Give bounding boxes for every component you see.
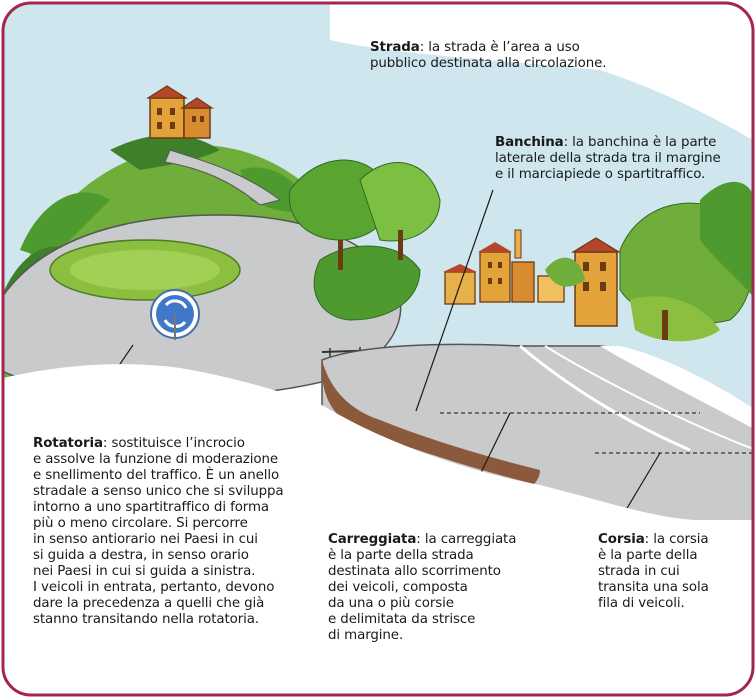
label-line: più o meno circolare. Si percorre xyxy=(33,516,248,531)
label-line: nei Paesi in cui si guida a sinistra. xyxy=(33,564,256,579)
label-line: I veicoli in entrata, pertanto, devono xyxy=(33,580,275,595)
label-line: stradale a senso unico che si sviluppa xyxy=(33,484,284,499)
label-text: : la strada è l’area a uso xyxy=(419,40,580,55)
label-carreggiata: Carreggiata: la carreggiata è la parte d… xyxy=(328,532,516,644)
label-line: strada in cui xyxy=(598,564,680,579)
middle-trees xyxy=(288,159,441,321)
label-line: stanno transitando nella rotatoria. xyxy=(33,612,260,627)
leader-line-banchina xyxy=(415,189,494,412)
label-term: Carreggiata xyxy=(328,532,417,547)
label-strada: Strada: la strada è l’area a uso pubblic… xyxy=(370,40,607,72)
label-line: e il marciapiede o spartitraffico. xyxy=(495,167,706,182)
label-term: Corsia xyxy=(598,532,645,547)
label-line: fila di veicoli. xyxy=(598,596,685,611)
roundabout xyxy=(3,214,402,398)
label-line: in senso antiorario nei Paesi in cui xyxy=(33,532,258,547)
town-buildings xyxy=(443,229,622,327)
label-line: dare la precedenza a quelli che già xyxy=(33,596,265,611)
label-text: : sostituisce l’incrocio xyxy=(102,436,245,451)
label-text: : la carreggiata xyxy=(416,532,517,547)
hilltop-buildings xyxy=(145,85,282,206)
label-term: Rotatoria xyxy=(33,436,103,451)
label-line: si guida a destra, in senso orario xyxy=(33,548,249,563)
label-line: è la parte della xyxy=(598,548,698,563)
label-text: : la banchina è la parte xyxy=(563,135,717,150)
label-line: pubblico destinata alla circolazione. xyxy=(370,56,607,71)
label-text: : la corsia xyxy=(644,532,709,547)
label-line: è la parte della strada xyxy=(328,548,474,563)
top-right-white-area xyxy=(330,3,753,140)
label-line: intorno a uno spartitraffico di forma xyxy=(33,500,270,515)
right-trees xyxy=(619,182,753,342)
label-banchina: Banchina: la banchina è la parte lateral… xyxy=(495,135,721,183)
label-line: laterale della strada tra il margine xyxy=(495,151,721,166)
label-line: destinata allo scorrimento xyxy=(328,564,501,579)
label-rotatoria: Rotatoria: sostituisce l’incrocio e asso… xyxy=(33,436,284,628)
label-line: e snellimento del traffico. È un anello xyxy=(33,468,280,483)
label-term: Banchina xyxy=(495,135,564,150)
label-line: dei veicoli, composta xyxy=(328,580,468,595)
main-road xyxy=(321,343,753,546)
label-line: e assolve la funzione di moderazione xyxy=(33,452,279,467)
label-term: Strada xyxy=(370,40,420,55)
label-line: e delimitata da strisce xyxy=(328,612,476,627)
label-corsia: Corsia: la corsia è la parte della strad… xyxy=(598,532,709,612)
bottom-white-area xyxy=(3,364,753,695)
label-line: da una o più corsie xyxy=(328,596,454,611)
label-line: di margine. xyxy=(328,628,404,643)
label-line: transita una sola xyxy=(598,580,709,595)
